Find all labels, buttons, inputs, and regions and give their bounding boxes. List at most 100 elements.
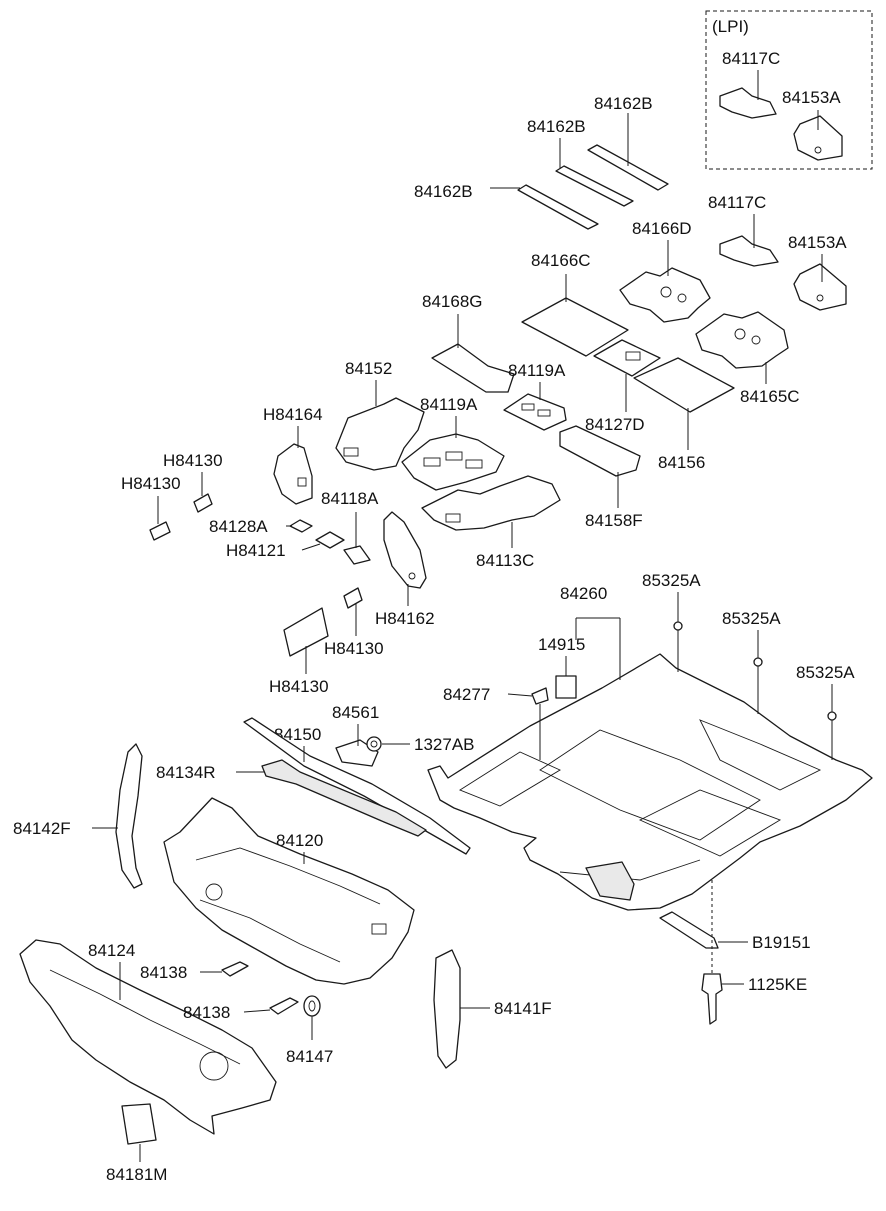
part-84134r[interactable]	[261, 759, 427, 837]
label-85325a-c[interactable]: 85325A	[796, 663, 855, 682]
label-h84130-a[interactable]: H84130	[163, 451, 223, 470]
part-84162b-a[interactable]	[587, 144, 669, 191]
part-84166c[interactable]	[521, 297, 629, 357]
label-84138-b[interactable]: 84138	[183, 1003, 230, 1022]
part-84117c-inset[interactable]	[719, 87, 777, 119]
part-84162b-b[interactable]	[555, 165, 634, 207]
label-84166d[interactable]: 84166D	[632, 219, 692, 238]
part-h84130-d[interactable]	[283, 607, 329, 657]
leader-84277	[507, 693, 533, 697]
part-84158f[interactable]	[559, 425, 641, 477]
label-84113c[interactable]: 84113C	[476, 551, 534, 570]
label-84147[interactable]: 84147	[286, 1047, 333, 1066]
part-b19151[interactable]	[659, 911, 719, 949]
label-84158f[interactable]: 84158F	[585, 511, 643, 530]
part-84142f[interactable]	[115, 743, 143, 889]
label-84162b-c[interactable]: 84162B	[414, 182, 473, 201]
label-84277[interactable]: 84277	[443, 685, 490, 704]
label-84119a-b[interactable]: 84119A	[420, 395, 478, 414]
part-84127d[interactable]	[593, 339, 661, 377]
part-84119a-b[interactable]	[401, 433, 505, 491]
part-84128a[interactable]	[289, 519, 313, 533]
part-1125ke[interactable]	[701, 973, 723, 1025]
label-h84130-d[interactable]: H84130	[269, 677, 329, 696]
carpet-front-left	[459, 751, 561, 807]
label-84128a[interactable]: 84128A	[209, 517, 268, 536]
label-84152[interactable]: 84152	[345, 359, 392, 378]
label-84117c[interactable]: 84117C	[708, 193, 766, 212]
label-85325a-b[interactable]: 85325A	[722, 609, 781, 628]
label-84142f[interactable]: 84142F	[13, 819, 71, 838]
part-h84162[interactable]	[383, 511, 427, 589]
label-h84164[interactable]: H84164	[263, 405, 323, 424]
label-84118a[interactable]: 84118A	[321, 489, 379, 508]
part-84138-b[interactable]	[269, 997, 299, 1015]
label-b19151[interactable]: B19151	[752, 933, 811, 952]
part-84120[interactable]	[163, 797, 415, 985]
label-84165c[interactable]: 84165C	[740, 387, 800, 406]
part-84124[interactable]	[19, 939, 277, 1135]
label-84153a-inset[interactable]: 84153A	[782, 88, 841, 107]
label-84134r[interactable]: 84134R	[156, 763, 216, 782]
label-14915[interactable]: 14915	[538, 635, 585, 654]
part-h84164[interactable]	[273, 443, 313, 505]
label-84260[interactable]: 84260	[560, 584, 607, 603]
label-1125ke[interactable]: 1125KE	[748, 975, 807, 994]
part-84138-a[interactable]	[221, 961, 249, 977]
label-84561[interactable]: 84561	[332, 703, 379, 722]
label-h84162[interactable]: H84162	[375, 609, 435, 628]
label-h84121[interactable]: H84121	[226, 541, 286, 560]
label-1327ab[interactable]: 1327AB	[414, 735, 475, 754]
hole-h84162	[408, 572, 416, 580]
part-84147[interactable]	[303, 995, 321, 1017]
label-84120[interactable]: 84120	[276, 831, 323, 850]
label-84127d[interactable]: 84127D	[585, 415, 645, 434]
part-84260-floor-carpet[interactable]	[427, 653, 873, 911]
label-84168g[interactable]: 84168G	[422, 292, 483, 311]
label-84156[interactable]: 84156	[658, 453, 705, 472]
label-84181m[interactable]: 84181M	[106, 1165, 167, 1184]
part-84277[interactable]	[531, 687, 549, 705]
part-84118a[interactable]	[343, 545, 371, 565]
label-84119a-a[interactable]: 84119A	[508, 361, 566, 380]
part-84168g[interactable]	[431, 343, 515, 393]
part-85325a-b[interactable]	[753, 657, 763, 667]
label-h84130-c[interactable]: H84130	[324, 639, 384, 658]
part-84181m[interactable]	[121, 1103, 157, 1145]
label-84162b-b[interactable]: 84162B	[527, 117, 586, 136]
part-84162b-c[interactable]	[517, 184, 599, 230]
part-h84130-a[interactable]	[193, 493, 213, 513]
slot-84152-a	[343, 447, 359, 457]
part-14915[interactable]	[555, 675, 577, 699]
part-84113c[interactable]	[421, 475, 561, 531]
part-h84130-b[interactable]	[149, 521, 171, 541]
carpet-tunnel	[539, 729, 761, 841]
part-84153a[interactable]	[793, 263, 847, 311]
label-84141f[interactable]: 84141F	[494, 999, 552, 1018]
label-84138-a[interactable]: 84138	[140, 963, 187, 982]
label-84117c-inset[interactable]: 84117C	[722, 49, 780, 68]
part-85325a-a[interactable]	[673, 621, 683, 631]
part-1327ab[interactable]	[366, 736, 382, 752]
part-84141f[interactable]	[433, 949, 461, 1069]
label-84124[interactable]: 84124	[88, 941, 135, 960]
label-84166c[interactable]: 84166C	[531, 251, 591, 270]
part-h84130-c[interactable]	[343, 587, 363, 609]
label-84150[interactable]: 84150	[274, 725, 321, 744]
part-84150[interactable]	[243, 717, 471, 855]
label-85325a-a[interactable]: 85325A	[642, 571, 701, 590]
part-84156[interactable]	[633, 357, 735, 413]
label-h84130-b[interactable]: H84130	[121, 474, 181, 493]
hole-84153a	[816, 294, 824, 302]
part-85325a-c[interactable]	[827, 711, 837, 721]
part-h84121[interactable]	[315, 531, 345, 549]
part-84117c[interactable]	[719, 235, 779, 267]
part-84166d[interactable]	[619, 267, 711, 323]
carpet-rear-right	[699, 719, 822, 791]
label-84162b-a[interactable]: 84162B	[594, 94, 653, 113]
part-84119a-a[interactable]	[503, 393, 567, 431]
part-84165c[interactable]	[695, 311, 789, 369]
lpi-inset-title: (LPI)	[712, 17, 749, 36]
label-84153a[interactable]: 84153A	[788, 233, 847, 252]
part-84153a-inset[interactable]	[793, 115, 843, 161]
